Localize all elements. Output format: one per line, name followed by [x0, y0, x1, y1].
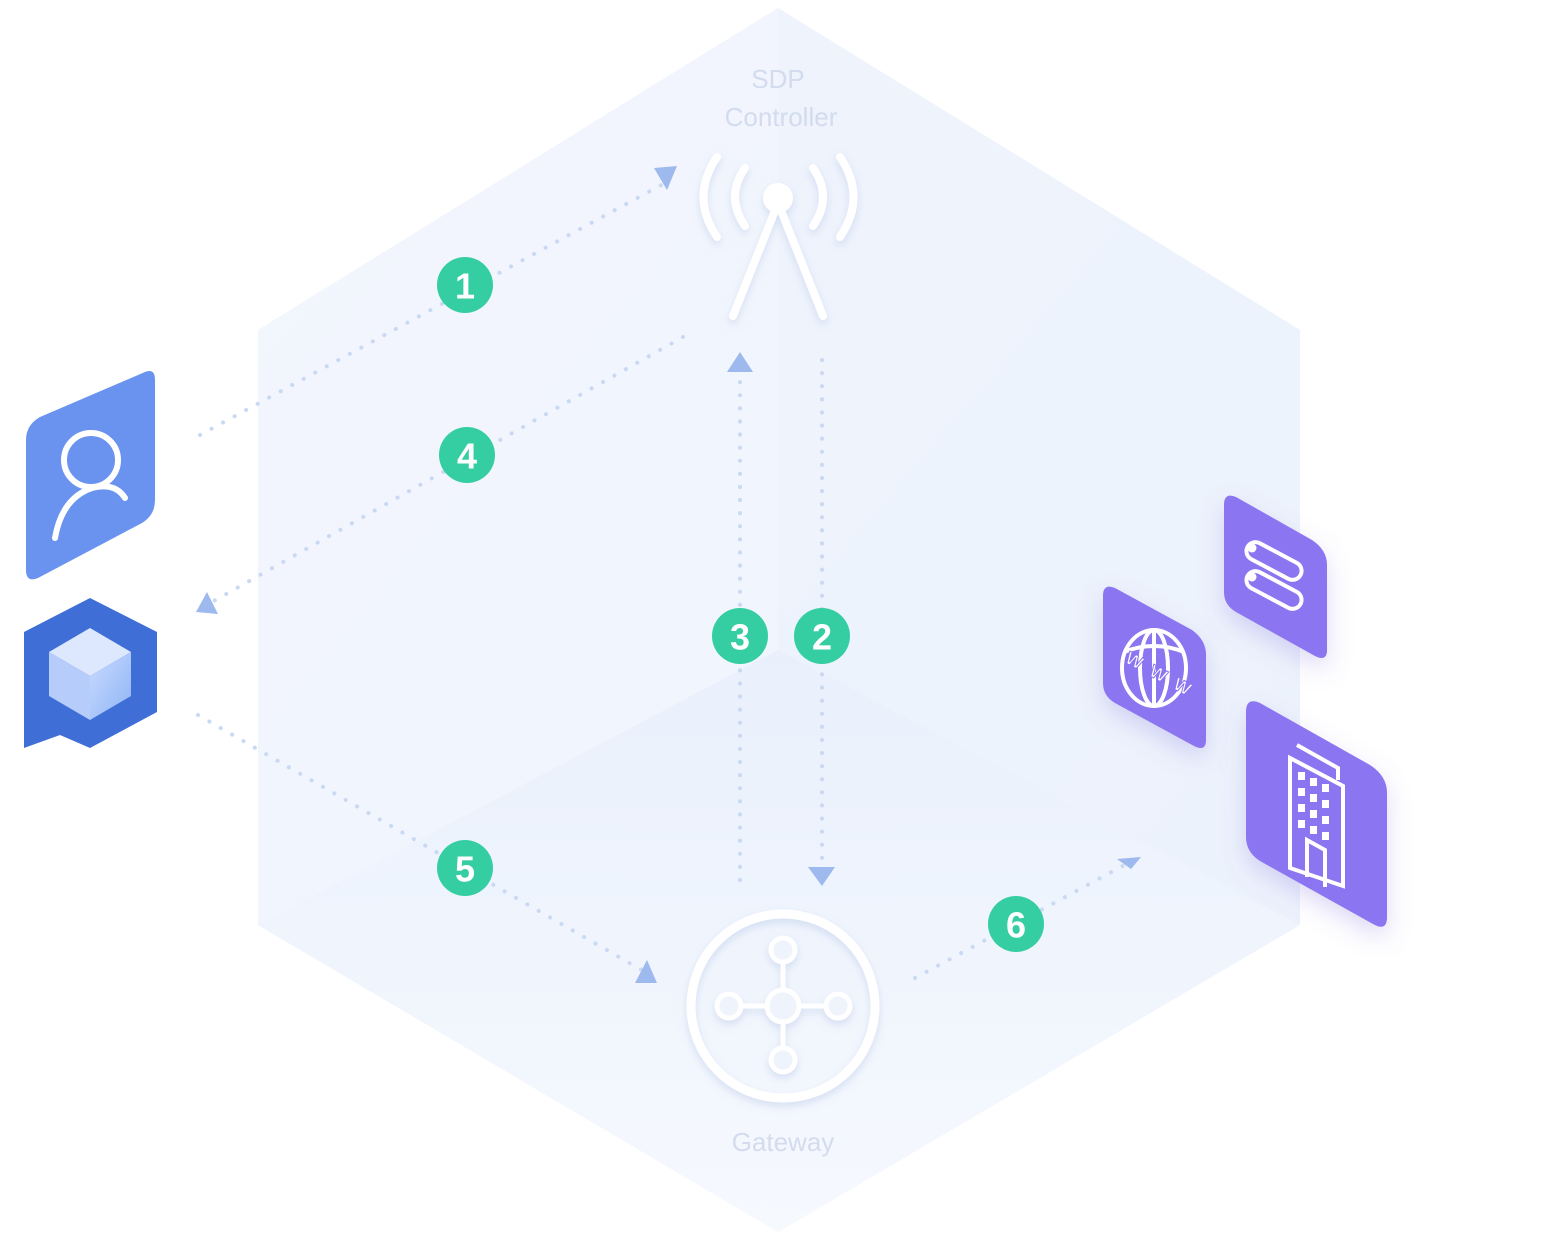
www-globe-icon — [1120, 628, 1188, 708]
arrow-head-5 — [635, 960, 657, 983]
arrow-head-2 — [808, 867, 835, 886]
flow-line-4 — [210, 335, 685, 604]
building-icon — [1288, 743, 1345, 889]
arrow-head-1 — [654, 166, 677, 190]
arrow-head-4 — [196, 592, 218, 614]
svg-text:2: 2 — [812, 617, 832, 658]
step-badge-2: 2 — [794, 608, 850, 664]
user-icon — [52, 430, 128, 541]
antenna-icon — [699, 153, 858, 320]
step-badge-4: 4 — [439, 427, 495, 483]
client-tile[interactable] — [24, 598, 157, 748]
controller-label-line1: SDP — [751, 64, 804, 94]
server-tile[interactable] — [1224, 495, 1327, 658]
svg-text:3: 3 — [730, 617, 750, 658]
arrow-heads — [196, 166, 1141, 983]
step-badge-5: 5 — [437, 840, 493, 896]
building-tile[interactable] — [1246, 701, 1387, 927]
step-badge-6: 6 — [988, 896, 1044, 952]
sdp-controller: SDP Controller — [699, 64, 858, 320]
svg-text:5: 5 — [455, 849, 475, 890]
server-icon — [1244, 540, 1304, 611]
gateway: Gateway — [686, 909, 880, 1157]
user-tile[interactable] — [26, 371, 155, 580]
gateway-label: Gateway — [732, 1127, 835, 1157]
step-badges: 1 2 3 4 5 6 — [437, 257, 1044, 952]
gateway-hub-icon — [686, 909, 880, 1103]
controller-label-line2: Controller — [725, 102, 838, 132]
arrow-head-6 — [1117, 857, 1141, 869]
cube-icon — [49, 628, 131, 720]
arrow-head-3 — [727, 352, 753, 372]
svg-text:4: 4 — [457, 436, 477, 477]
flow-line-6 — [913, 860, 1132, 980]
svg-text:6: 6 — [1006, 905, 1026, 946]
web-tile[interactable]: W W W — [1103, 586, 1206, 748]
svg-text:1: 1 — [455, 266, 475, 307]
flow-lines — [196, 181, 1132, 980]
step-badge-1: 1 — [437, 257, 493, 313]
step-badge-3: 3 — [712, 608, 768, 664]
